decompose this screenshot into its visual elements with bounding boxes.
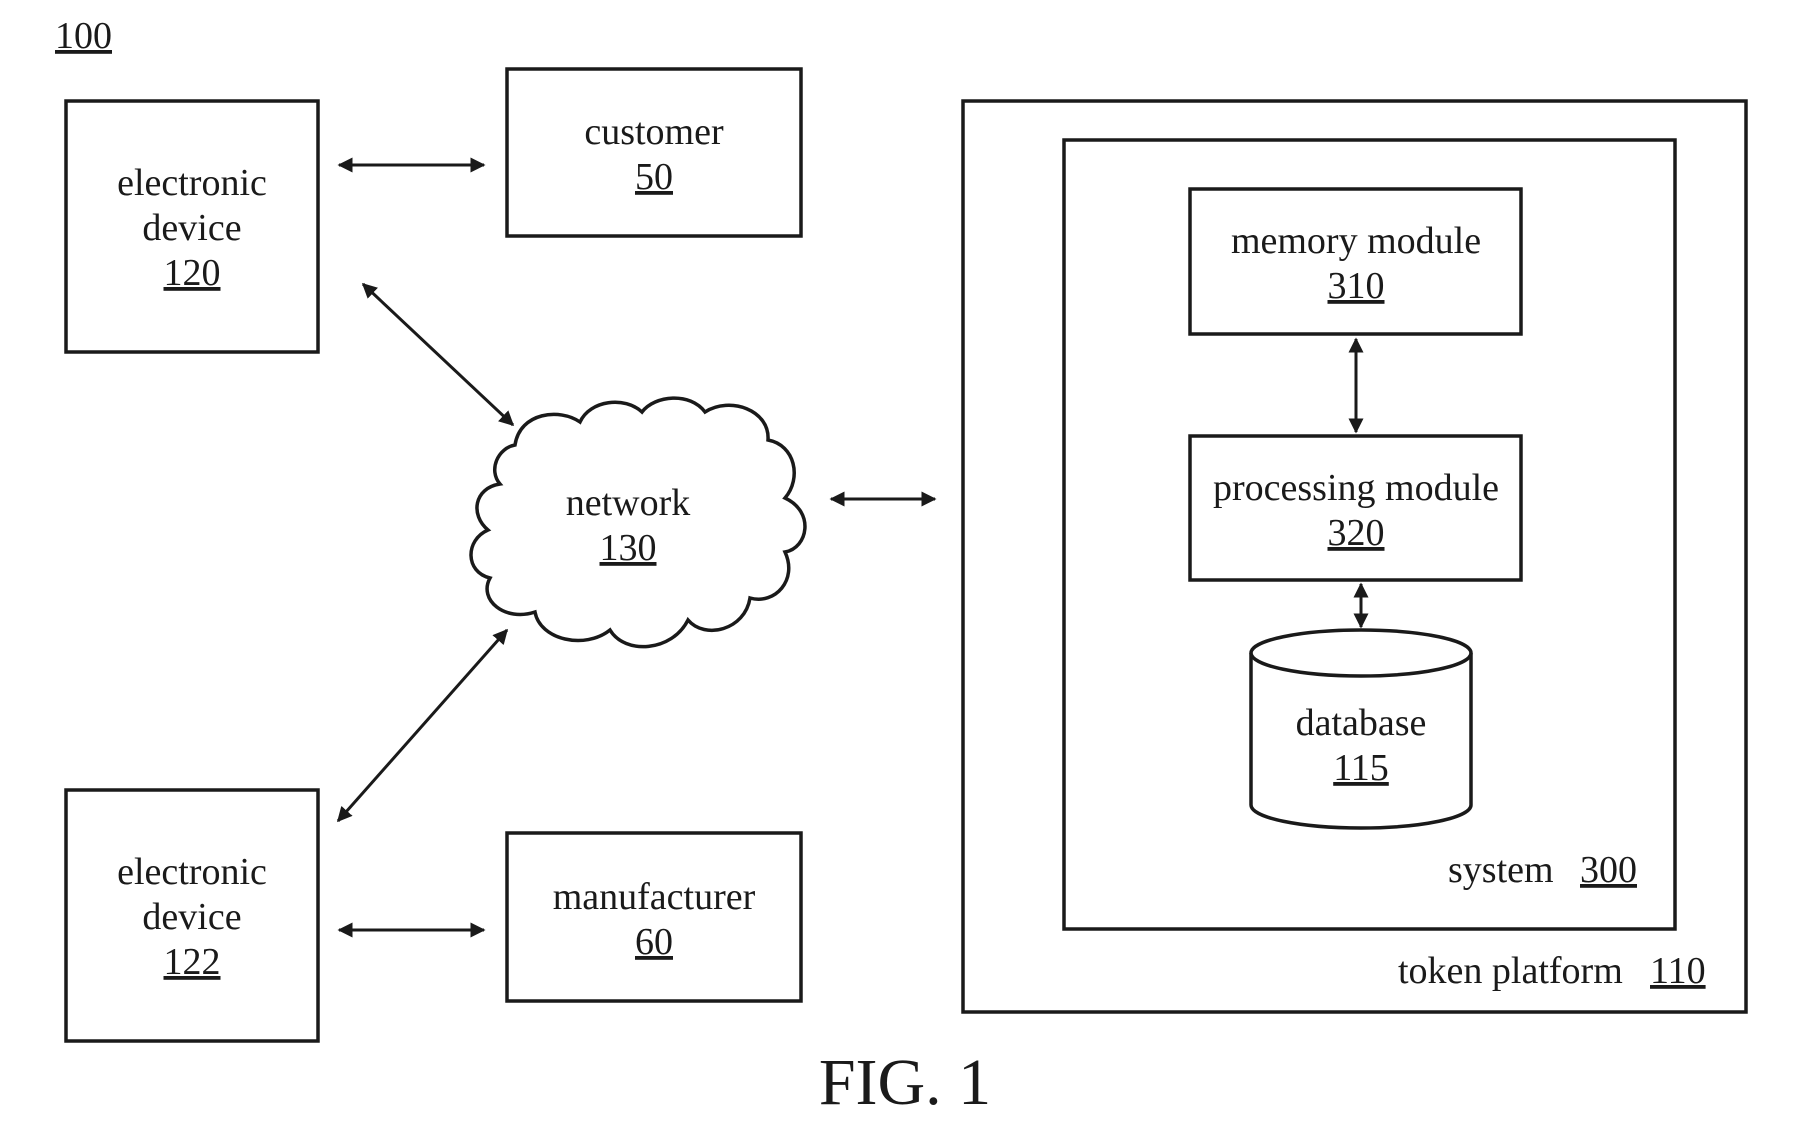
figure-caption: FIG. 1 xyxy=(819,1046,991,1119)
network-label: network xyxy=(566,482,691,524)
electronic-device-120-ref: 120 xyxy=(164,252,221,294)
arrow-device120-network xyxy=(363,284,513,425)
figure-ref: 100 xyxy=(55,15,112,57)
electronic-device-122-label-2: device xyxy=(142,896,241,938)
electronic-device-122-box: electronic device 122 xyxy=(66,790,318,1041)
processing-module-label: processing module xyxy=(1213,467,1499,509)
database-ref: 115 xyxy=(1333,747,1389,789)
customer-ref: 50 xyxy=(635,156,673,198)
memory-module-ref: 310 xyxy=(1328,265,1385,307)
electronic-device-120-label-2: device xyxy=(142,207,241,249)
manufacturer-ref: 60 xyxy=(635,921,673,963)
memory-module-310-box: memory module 310 xyxy=(1190,189,1521,334)
customer-label: customer xyxy=(584,111,724,153)
electronic-device-120-box: electronic device 120 xyxy=(66,101,318,352)
token-platform-label: token platform xyxy=(1398,950,1623,992)
electronic-device-120-label-1: electronic xyxy=(117,162,267,204)
system-label: system xyxy=(1448,849,1554,891)
database-label: database xyxy=(1296,702,1427,744)
network-ref: 130 xyxy=(600,527,657,569)
arrow-device122-network xyxy=(338,630,507,821)
memory-module-label: memory module xyxy=(1231,220,1481,262)
electronic-device-122-ref: 122 xyxy=(164,941,221,983)
token-platform-ref: 110 xyxy=(1650,950,1706,992)
processing-module-320-box: processing module 320 xyxy=(1190,436,1521,580)
manufacturer-label: manufacturer xyxy=(553,876,756,918)
network-130-cloud: network 130 xyxy=(471,398,805,647)
database-115-cylinder: database 115 xyxy=(1251,630,1471,828)
customer-50-box: customer 50 xyxy=(507,69,801,236)
processing-module-ref: 320 xyxy=(1328,512,1385,554)
electronic-device-122-label-1: electronic xyxy=(117,851,267,893)
system-ref: 300 xyxy=(1580,849,1637,891)
manufacturer-60-box: manufacturer 60 xyxy=(507,833,801,1001)
